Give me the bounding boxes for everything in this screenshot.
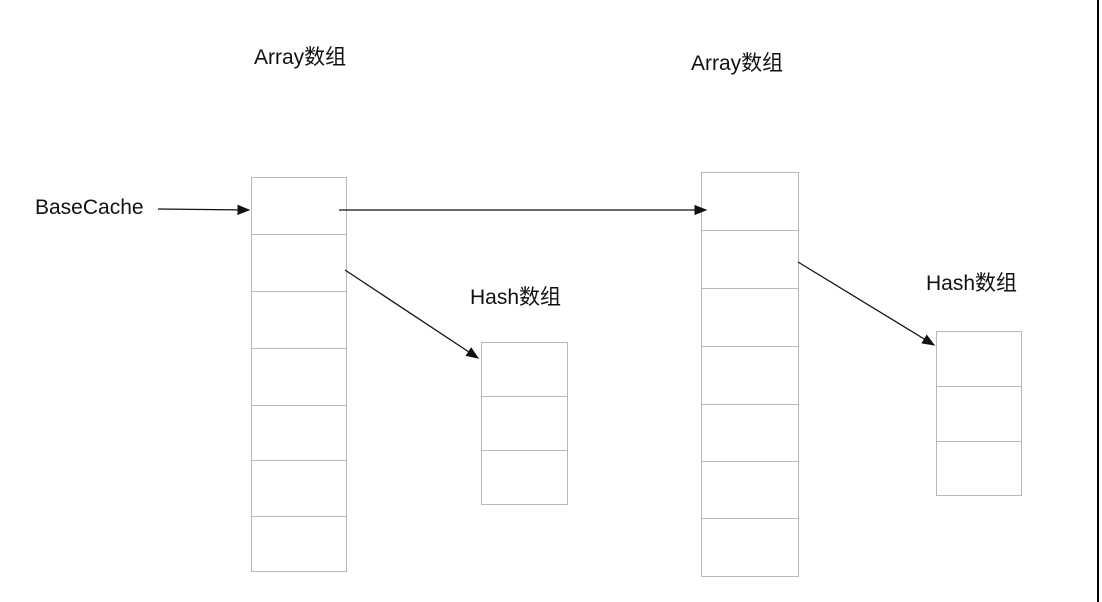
arrow-left-array-to-hash (344, 269, 480, 359)
hash-left-cell (482, 343, 567, 397)
hash-right-cell (937, 387, 1021, 442)
arrow-basecache-to-array (157, 204, 251, 216)
frame-right-border (1097, 0, 1099, 602)
array-left-cell (252, 292, 346, 349)
array-left-cell (252, 517, 346, 571)
array-right-cell (702, 231, 798, 289)
hash-left-label: Hash数组 (470, 286, 562, 309)
array-right-cell (702, 347, 798, 405)
hash-right-label: Hash数组 (926, 272, 1018, 295)
array-left (251, 177, 347, 572)
base-cache-label: BaseCache (35, 196, 144, 219)
array-right-cell (702, 405, 798, 462)
array-left-cell (252, 406, 346, 461)
array-left-cell (252, 178, 346, 235)
array-left-cell (252, 461, 346, 517)
array-right (701, 172, 799, 577)
array-left-label: Array数组 (254, 46, 347, 69)
array-left-cell (252, 349, 346, 406)
hash-left-cell (482, 451, 567, 506)
array-left-cell (252, 235, 346, 292)
array-right-cell (702, 289, 798, 347)
array-right-cell (702, 462, 798, 519)
hash-left-cell (482, 397, 567, 451)
arrow-right-array-to-hash (797, 261, 936, 346)
hash-right-cell (937, 332, 1021, 387)
array-right-label: Array数组 (691, 52, 784, 75)
array-right-cell (702, 173, 798, 231)
hash-right-cell (937, 442, 1021, 497)
hash-left (481, 342, 568, 505)
array-right-cell (702, 519, 798, 576)
hash-right (936, 331, 1022, 496)
